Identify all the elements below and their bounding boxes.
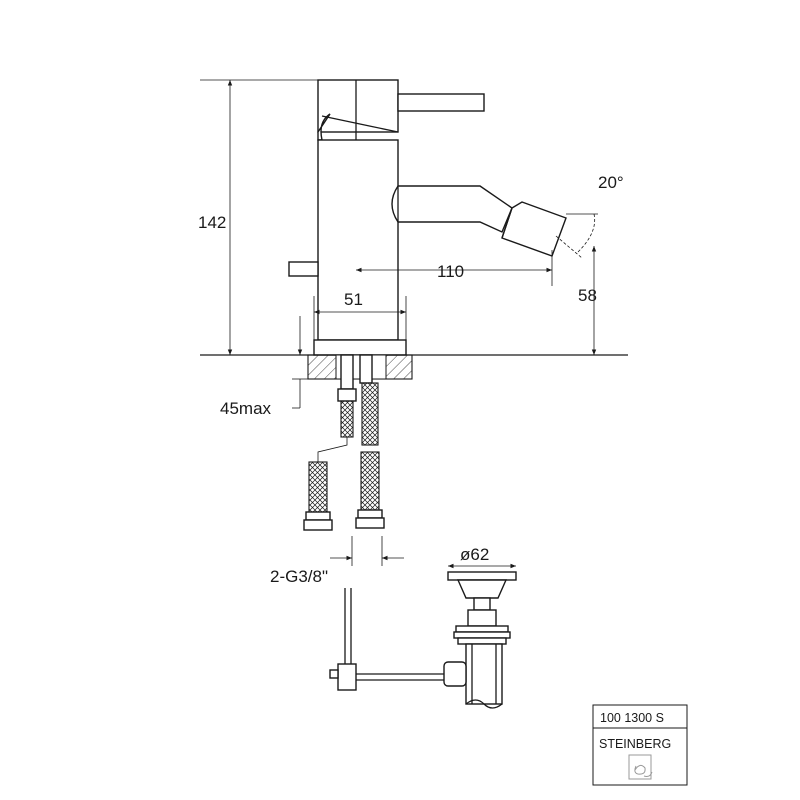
dimension-connection: 2-G3/8" xyxy=(270,536,404,586)
dimension-spout-height: 58 xyxy=(578,246,597,355)
dimension-spout-reach: 110 xyxy=(356,250,553,286)
dim-spout-height-label: 58 xyxy=(578,286,597,305)
dim-connection-label: 2-G3/8" xyxy=(270,567,328,586)
dimension-body-width: 51 xyxy=(313,290,407,340)
faucet-body xyxy=(288,79,567,356)
title-block: 100 1300 S STEINBERG xyxy=(592,704,688,786)
dim-waste-diameter-label: ø62 xyxy=(460,545,489,564)
dim-spout-angle-label: 20° xyxy=(598,173,624,192)
product-code: 100 1300 S xyxy=(600,711,664,725)
dimension-deck-thickness: 45max xyxy=(220,316,308,418)
brand-name: STEINBERG xyxy=(599,737,671,751)
dim-body-width-label: 51 xyxy=(344,290,363,309)
brand-logo-icon xyxy=(628,754,653,780)
dim-deck-thickness-label: 45max xyxy=(220,399,272,418)
dimension-waste-diameter: ø62 xyxy=(448,545,516,569)
dim-spout-reach-label: 110 xyxy=(437,262,464,281)
mounting-deck xyxy=(200,354,628,380)
dimension-spout-angle: 20° xyxy=(555,173,624,259)
waste-assembly xyxy=(329,571,517,709)
dimension-height-total: 142 xyxy=(198,79,318,355)
dim-height-total-label: 142 xyxy=(198,213,226,232)
supply-hoses xyxy=(303,354,385,531)
